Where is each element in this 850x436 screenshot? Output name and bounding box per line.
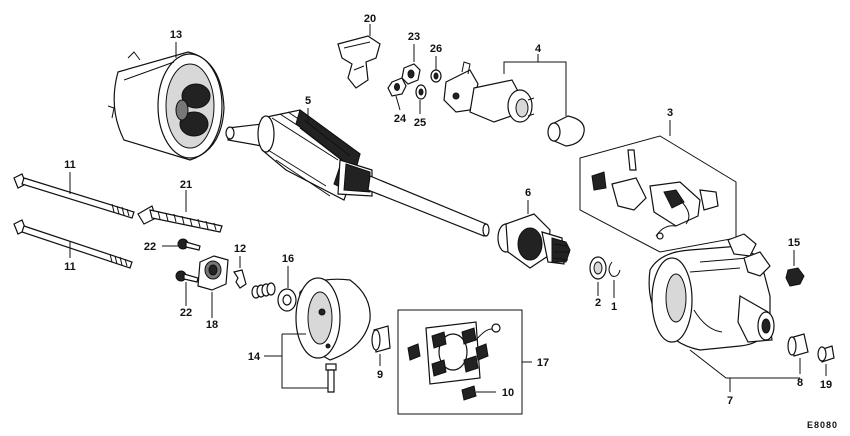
screw-upper-part <box>177 238 201 251</box>
callout-22-upper: 22 <box>144 241 156 253</box>
callout-23: 23 <box>408 31 420 43</box>
callout-20: 20 <box>364 13 376 25</box>
callout-8: 8 <box>797 377 803 389</box>
screw-lower-part <box>175 270 199 283</box>
armature-part <box>225 109 490 237</box>
bearing-bushing-part <box>787 333 809 357</box>
washer-insulator-part <box>415 84 427 100</box>
nut-upper-part <box>401 63 421 85</box>
snap-ring-part <box>608 261 621 277</box>
callout-13: 13 <box>170 29 182 41</box>
callout-5: 5 <box>305 95 311 107</box>
washer-small-part <box>430 69 442 83</box>
housing-plug-part <box>785 267 805 287</box>
callout-1: 1 <box>611 301 617 313</box>
callout-25: 25 <box>414 117 426 129</box>
lead-wire-part <box>137 205 223 233</box>
callout-11-upper: 11 <box>64 159 76 171</box>
diagram-code: E8080 <box>807 420 838 430</box>
clip-part <box>233 269 247 289</box>
callout-12: 12 <box>234 243 246 255</box>
callout-labels: 1 2 3 4 5 6 7 8 9 10 11 11 12 13 14 15 1… <box>64 13 832 407</box>
washer-part <box>277 288 297 312</box>
brush-part <box>461 385 477 401</box>
callout-19: 19 <box>820 379 832 391</box>
field-yoke-part <box>107 51 225 161</box>
callout-17: 17 <box>537 357 549 369</box>
stop-collar-part <box>589 256 607 280</box>
callout-9: 9 <box>377 369 383 381</box>
through-bolt-upper-part <box>13 173 135 219</box>
callout-7: 7 <box>727 395 733 407</box>
callout-10: 10 <box>502 387 514 399</box>
rear-cover-part <box>295 277 371 361</box>
callout-16: 16 <box>282 253 294 265</box>
callout-3: 3 <box>667 107 673 119</box>
callout-18: 18 <box>206 319 218 331</box>
nut-lower-part <box>387 77 407 97</box>
callout-24: 24 <box>394 113 407 125</box>
callout-4: 4 <box>535 43 542 55</box>
bushing-part <box>371 325 391 353</box>
cover-bolt-part <box>325 363 337 393</box>
callout-26: 26 <box>430 43 442 55</box>
callout-15: 15 <box>788 237 800 249</box>
dust-cap-part <box>817 345 835 363</box>
solenoid-part <box>443 61 585 147</box>
callout-22-lower: 22 <box>180 307 192 319</box>
callout-11-lower: 11 <box>64 261 76 273</box>
solenoid-bracket-part <box>337 35 381 89</box>
callout-2: 2 <box>595 297 601 309</box>
terminal-plate-part <box>197 255 229 291</box>
callout-6: 6 <box>525 187 531 199</box>
through-bolt-lower-part <box>13 219 133 269</box>
callout-21: 21 <box>180 179 192 191</box>
gear-housing-part <box>648 233 775 351</box>
drive-pinion-part <box>497 213 571 269</box>
leader-lines <box>69 24 827 393</box>
shift-lever-part <box>579 135 737 253</box>
brush-spring-part <box>251 282 276 299</box>
callout-14: 14 <box>248 351 261 363</box>
